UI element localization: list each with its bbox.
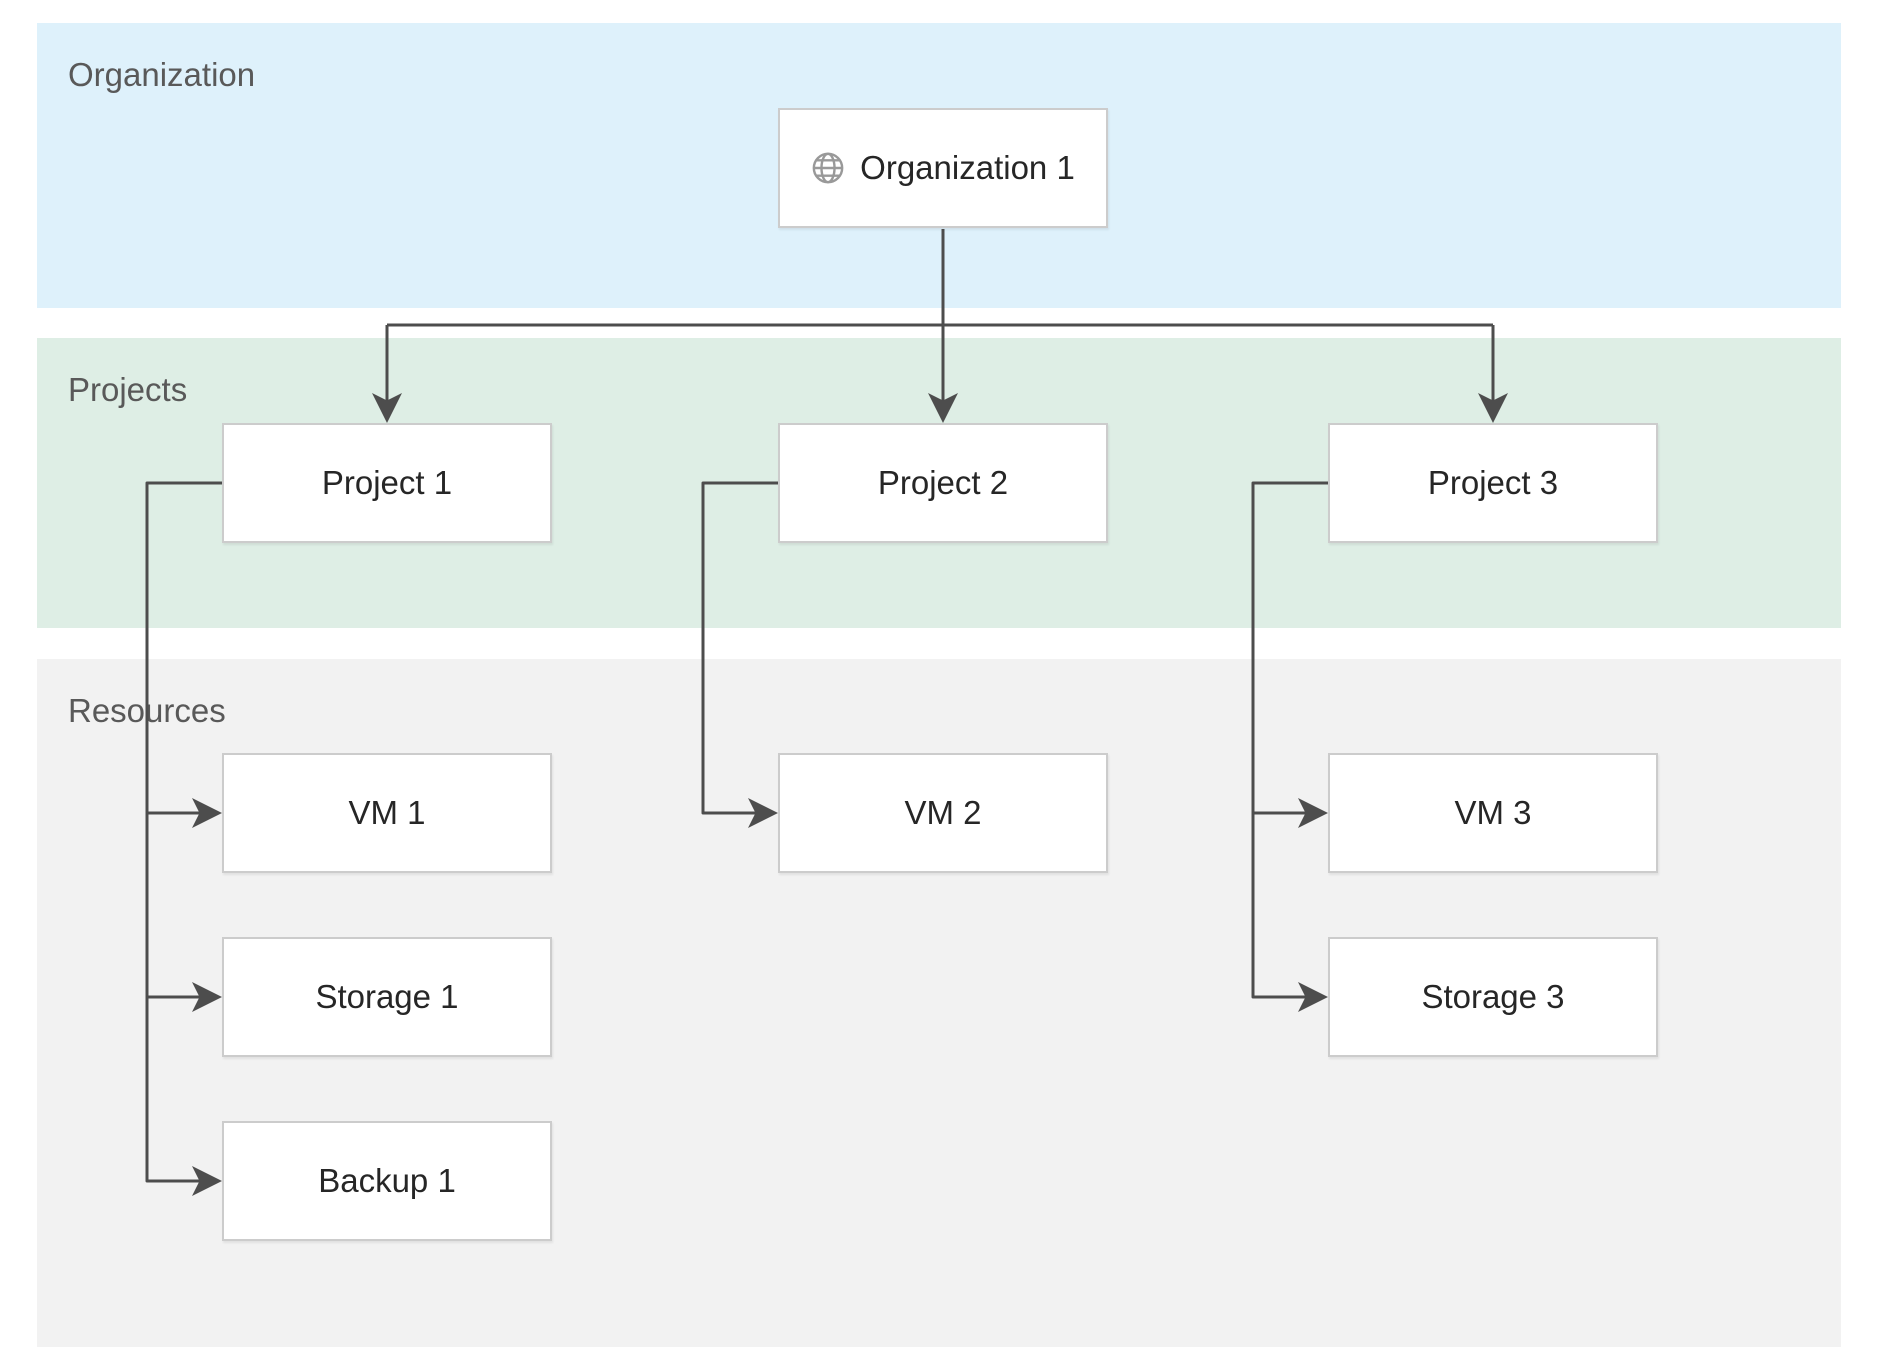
band-resources-label: Resources: [68, 692, 226, 729]
band-projects-label: Projects: [68, 371, 188, 408]
node-vm-1: VM 1: [222, 753, 552, 873]
node-label: VM 2: [904, 794, 982, 832]
node-label: VM 1: [348, 794, 426, 832]
node-project-3: Project 3: [1328, 423, 1658, 543]
node-vm-3: VM 3: [1328, 753, 1658, 873]
node-label: VM 3: [1454, 794, 1532, 832]
node-label: Backup 1: [318, 1162, 456, 1200]
node-label: Organization 1: [860, 149, 1075, 187]
node-storage-3: Storage 3: [1328, 937, 1658, 1057]
node-label: Storage 3: [1421, 978, 1565, 1016]
node-project-2: Project 2: [778, 423, 1108, 543]
node-project-1: Project 1: [222, 423, 552, 543]
node-label: Project 1: [321, 464, 453, 502]
node-storage-1: Storage 1: [222, 937, 552, 1057]
node-organization-1: Organization 1: [778, 108, 1108, 228]
node-vm-2: VM 2: [778, 753, 1108, 873]
band-organization-label: Organization: [68, 56, 256, 93]
node-backup-1: Backup 1: [222, 1121, 552, 1241]
globe-icon: [811, 151, 845, 185]
node-label: Project 2: [877, 464, 1009, 502]
node-label: Storage 1: [315, 978, 459, 1016]
node-label: Project 3: [1427, 464, 1559, 502]
